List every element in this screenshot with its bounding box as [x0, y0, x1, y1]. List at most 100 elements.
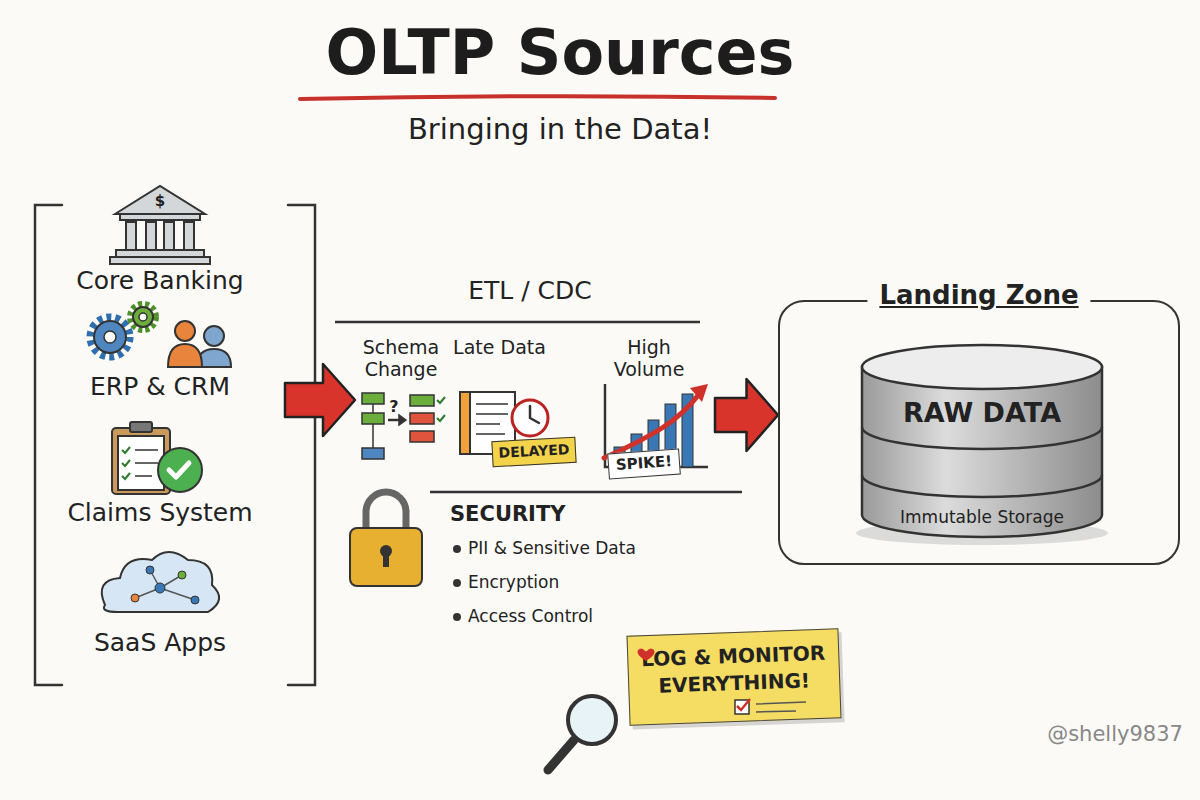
bullet-dots: [453, 545, 461, 553]
clipboard-icon: [135, 450, 158, 476]
schema-change-icon: [372, 404, 374, 448]
cylinder-band: [862, 475, 1102, 497]
schema-change-icon: [362, 393, 445, 459]
schema-change-icon: [362, 393, 384, 404]
clipboard-icon: [112, 428, 170, 494]
sticky-note: LOG & MONITOR EVERYTHING!: [626, 628, 841, 725]
bank-icon: [110, 186, 210, 264]
challenge-item: Late Data: [452, 336, 547, 388]
high-volume-chart: [682, 394, 693, 467]
late-data-icon: [476, 404, 508, 434]
cloud-icon: [146, 566, 154, 574]
high-volume-chart: [604, 393, 700, 458]
node-label: Claims System: [45, 498, 275, 527]
schema-change-icon: [410, 413, 434, 424]
cloud-icon: [102, 552, 219, 612]
node-label: Late Data: [452, 336, 547, 358]
node-detail: Encryption: [468, 572, 559, 592]
bank-icon: [110, 257, 210, 264]
status-tag: DELAYED: [491, 437, 576, 467]
schema-change-icon: [399, 415, 406, 425]
bank-icon: [164, 222, 174, 250]
node-detail: PII & Sensitive Data: [468, 538, 636, 558]
node-label: Core Banking: [45, 266, 275, 295]
source-group: Core BankingERP & CRM Claims SystemSaaS A…: [35, 205, 285, 685]
cloud-icon: [135, 570, 195, 600]
etl-stage: ETL / CDCSchema ChangeLate DataHigh Volu…: [355, 270, 715, 530]
node-label: LOG & MONITOR EVERYTHING!: [636, 640, 832, 701]
bullet-dots: [453, 613, 461, 621]
bank-icon: [146, 222, 156, 250]
challenge-item: Schema Change: [350, 336, 452, 388]
source-bracket: [35, 205, 62, 685]
question-mark: ?: [386, 397, 402, 417]
schema-change-icon: [437, 397, 445, 421]
diagram-title: OLTP Sources: [0, 16, 1120, 89]
spike-tag: SPIKE!: [607, 449, 681, 480]
node-detail: Immutable Storage: [854, 507, 1110, 527]
gears-people-icon: [204, 326, 224, 346]
gears-people-icon: [94, 321, 126, 353]
cloud-icon: [191, 596, 199, 604]
watermark: @shelly9837: [1040, 722, 1190, 750]
flow-arrow: [285, 364, 355, 436]
cylinder-top: [862, 345, 1102, 389]
lock-icon: [366, 492, 406, 530]
magnifier-icon: [548, 740, 574, 770]
lock-icon: [380, 545, 392, 557]
diagram-subtitle: Bringing in the Data!: [0, 112, 1120, 146]
node-label: High Volume: [592, 336, 706, 380]
landing-zone: Landing ZoneRAW DATAImmutable Storage: [778, 300, 1180, 565]
bullet-dots: [453, 579, 461, 587]
lock-icon: [350, 492, 422, 586]
currency-symbol: $: [150, 192, 170, 212]
late-data-icon: [512, 400, 548, 436]
magnifier-icon: [548, 696, 616, 770]
node-label: Landing Zone: [867, 280, 1090, 310]
source-bracket: [35, 205, 315, 685]
clipboard-icon: [122, 447, 130, 479]
cloud-icon: [102, 552, 219, 612]
clipboard-icon: [130, 422, 152, 432]
bank-icon: [115, 186, 205, 214]
source-system: SaaS Apps: [45, 628, 275, 664]
lock-icon: [383, 553, 389, 567]
bank-icon: [184, 222, 194, 250]
gears-people-icon: [197, 349, 231, 367]
schema-change-icon: [388, 419, 402, 422]
flow-arrow: [715, 379, 778, 451]
cloud-icon: [155, 583, 165, 593]
node-label: RAW DATA: [854, 397, 1110, 428]
schema-change-icon: [362, 448, 384, 459]
storage-cylinder: RAW DATA Immutable Storage: [854, 337, 1110, 547]
schema-change-icon: [410, 431, 434, 442]
security-rule: [430, 491, 742, 494]
security-panel: SECURITYPII & Sensitive DataEncryptionAc…: [448, 502, 723, 632]
magnifier-icon: [568, 696, 616, 744]
clipboard-icon: [169, 463, 189, 477]
bank-icon: [116, 250, 204, 257]
gears-people-icon: [90, 304, 231, 367]
node-detail: Access Control: [468, 606, 593, 626]
challenge-item: High Volume: [592, 336, 706, 388]
cloud-icon: [131, 594, 139, 602]
cloud-icon: [178, 571, 186, 579]
lock-icon: [350, 528, 422, 586]
bank-icon: [120, 214, 200, 220]
schema-change-icon: [410, 395, 434, 406]
source-system: ERP & CRM: [45, 372, 275, 408]
clipboard-icon: [112, 422, 202, 494]
source-bracket: [288, 205, 315, 685]
source-system: Claims System: [45, 498, 275, 534]
title-underline: [300, 96, 775, 99]
gears-people-icon: [139, 313, 147, 321]
gears-people-icon: [133, 307, 153, 327]
etl-header-rule: [335, 321, 700, 324]
high-volume-chart: [690, 384, 708, 402]
clipboard-icon: [118, 436, 164, 490]
gears-people-icon: [104, 331, 116, 343]
cylinder-band: [862, 427, 1102, 449]
schema-change-icon: [362, 413, 384, 424]
node-label: Schema Change: [350, 336, 452, 380]
